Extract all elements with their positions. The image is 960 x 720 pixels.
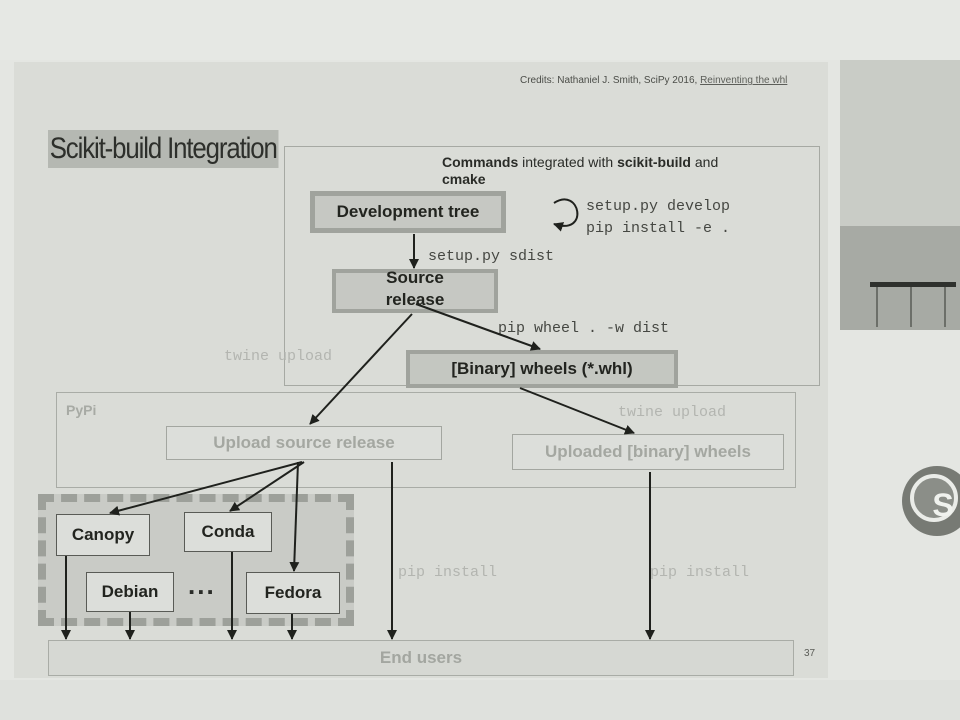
video-desk <box>870 282 956 287</box>
commands-header: Commands integrated with scikit-build an… <box>442 154 782 188</box>
twine-upload-left-label: twine upload <box>224 348 333 365</box>
development-tree-node: Development tree <box>310 191 506 233</box>
video-floor <box>840 226 960 330</box>
room-background <box>0 0 960 60</box>
source-to-upload-arrow <box>309 313 413 425</box>
source-release-label: Source release <box>344 267 486 311</box>
upload-to-conda-arrow <box>229 461 305 512</box>
credits-text: Credits: Nathaniel J. Smith, SciPy 2016, <box>520 75 701 86</box>
pypi-label: PyPi <box>66 402 97 418</box>
binary-wheels-label: [Binary] wheels (*.whl) <box>410 354 674 384</box>
commands-word: Commands <box>442 154 519 170</box>
slide-title: Scikit-build Integration <box>48 130 279 168</box>
binary-wheels-node: [Binary] wheels (*.whl) <box>406 350 678 388</box>
self-loop-arrow <box>553 198 579 232</box>
logo-letter: S <box>932 487 954 523</box>
cmake-word: cmake <box>442 171 486 187</box>
debian-node: Debian <box>86 572 174 612</box>
commands-panel <box>284 146 820 386</box>
pip-install-left-label: pip install <box>398 564 498 581</box>
develop-command-line2: pip install -e . <box>586 220 731 237</box>
development-tree-label: Development tree <box>315 196 501 228</box>
upload-to-fedora-arrow <box>289 461 300 572</box>
upload-to-canopy-arrow <box>109 461 303 516</box>
source-release-line1: Source <box>386 268 444 287</box>
credits-note: Credits: Nathaniel J. Smith, SciPy 2016,… <box>520 74 820 88</box>
source-to-wheels-arrow <box>415 303 541 351</box>
more-distributions-ellipsis: ... <box>188 570 216 600</box>
fedora-node: Fedora <box>246 572 340 614</box>
pip-wheel-command-label: pip wheel . -w dist <box>498 320 670 337</box>
twine-upload-right-label: twine upload <box>618 404 727 421</box>
flow-arrows <box>61 198 655 640</box>
wheels-to-uploaded-arrow <box>519 387 635 435</box>
conference-logo-icon: S <box>902 466 960 536</box>
presentation-slide: Credits: Nathaniel J. Smith, SciPy 2016,… <box>14 62 828 678</box>
source-release-node <box>332 269 498 313</box>
develop-command-line1: setup.py develop <box>586 198 731 215</box>
credits-link[interactable]: Reinventing the whl <box>700 75 788 86</box>
scikit-build-word: scikit-build <box>617 154 691 170</box>
conda-node: Conda <box>184 512 272 552</box>
speaker-video-feed <box>840 60 960 330</box>
end-users-node: End users <box>48 640 794 676</box>
canopy-node: Canopy <box>56 514 150 556</box>
source-release-line2: release <box>385 290 445 309</box>
commands-text: integrated with <box>518 154 618 170</box>
room-floor <box>0 680 960 720</box>
upload-source-release-node: Upload source release <box>166 426 442 460</box>
uploaded-binary-wheels-node: Uploaded [binary] wheels <box>512 434 784 470</box>
and-word: and <box>690 154 719 170</box>
develop-command-label: setup.py develop pip install -e . <box>586 196 730 240</box>
logo-ring: S <box>910 474 958 523</box>
pip-install-right-label: pip install <box>650 564 750 581</box>
page-number: 37 <box>804 648 816 659</box>
sdist-command-label: setup.py sdist <box>428 248 555 265</box>
